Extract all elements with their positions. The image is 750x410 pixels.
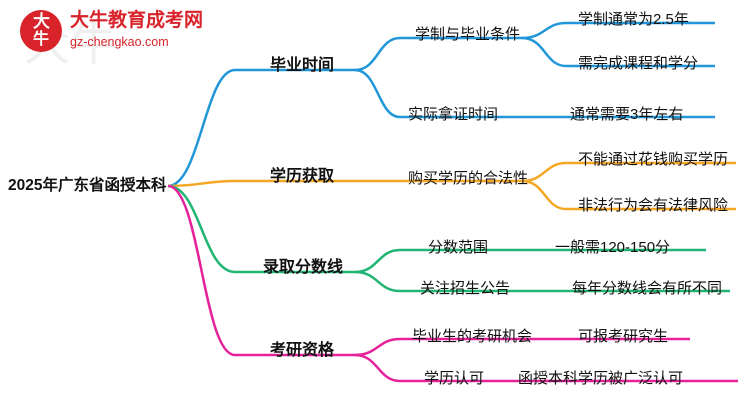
leaf-node-xuezhi-2-5-nian[interactable]: 学制通常为2.5年: [578, 11, 689, 28]
sub-node-goumai-xueli-hefaxing[interactable]: 购买学历的合法性: [408, 170, 529, 187]
branch-node-biye-shijian[interactable]: 毕业时间: [270, 57, 335, 74]
leaf-node-ke-baokao-yanjiusheng[interactable]: 可报考研究生: [578, 328, 669, 345]
sub-node-guanzhu-zhaosheng-gonggao[interactable]: 关注招生公告: [420, 280, 511, 297]
leaf-node-kecheng-xuefen[interactable]: 需完成课程和学分: [578, 55, 699, 72]
logo-badge-top: 大: [33, 12, 50, 32]
sub-node-biyesheng-kaoyan-jihui[interactable]: 毕业生的考研机会: [412, 328, 533, 345]
leaf-node-120-150-fen[interactable]: 一般需120-150分: [555, 239, 671, 256]
leaf-node-buneng-huaqian-goumai[interactable]: 不能通过花钱购买学历: [578, 151, 729, 168]
logo-badge-bottom: 牛: [32, 29, 49, 48]
sub-node-xueli-renke[interactable]: 学历认可: [424, 370, 485, 387]
branch-node-xueli-huoqu[interactable]: 学历获取: [270, 168, 335, 185]
sub-node-shiji-nazheng-shijian[interactable]: 实际拿证时间: [408, 106, 499, 123]
leaf-node-3-nian-zuoyou[interactable]: 通常需要3年左右: [570, 106, 684, 123]
mindmap-root-node[interactable]: 2025年广东省函授本科: [8, 177, 167, 194]
leaf-node-guangfan-renke[interactable]: 函授本科学历被广泛认可: [518, 370, 684, 387]
branch-node-luqu-fenshuxian[interactable]: 录取分数线: [263, 259, 344, 276]
site-logo: 大牛 大 牛 大牛教育成考网 gz-chengkao.com: [20, 8, 230, 71]
branch-node-kaoyan-zige[interactable]: 考研资格: [270, 342, 335, 359]
sub-node-xuezhi-biye-tiaojian[interactable]: 学制与毕业条件: [415, 26, 521, 43]
logo-subtitle: gz-chengkao.com: [70, 35, 169, 49]
sub-node-fenshu-fanwei[interactable]: 分数范围: [428, 239, 489, 256]
leaf-node-meinian-butong[interactable]: 每年分数线会有所不同: [572, 280, 723, 297]
leaf-node-feifa-falv-fengxian[interactable]: 非法行为会有法律风险: [578, 197, 729, 214]
logo-text: 大牛教育成考网 gz-chengkao.com: [70, 10, 203, 50]
logo-badge: 大 牛: [20, 10, 62, 52]
logo-title: 大牛教育成考网: [70, 10, 204, 31]
